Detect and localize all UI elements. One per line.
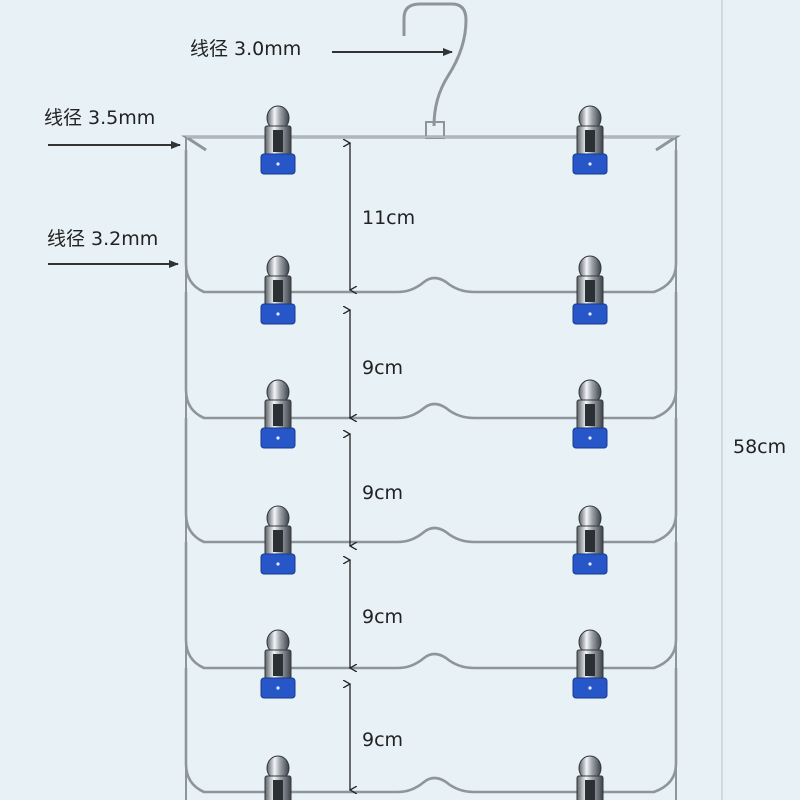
left-clip	[260, 629, 296, 699]
tier-wires	[184, 137, 678, 800]
tier-gap-label: 9cm	[362, 357, 404, 379]
right-clip	[572, 505, 608, 575]
right-clip	[572, 629, 608, 699]
wire-diameter-tier-label: 线径 3.2mm	[47, 228, 159, 250]
right-clip	[572, 379, 608, 449]
left-clip	[260, 255, 296, 325]
tier-wire	[184, 292, 678, 420]
total-height-label: 58cm	[733, 436, 787, 458]
left-clip	[260, 379, 296, 449]
tier-wire	[184, 418, 678, 544]
tier-wire	[184, 150, 678, 294]
wire-diameter-hook-label: 线径 3.0mm	[190, 38, 302, 60]
left-clip	[264, 755, 292, 800]
tier-gap-label: 9cm	[362, 482, 404, 504]
wire-diameter-frame-label: 线径 3.5mm	[44, 107, 156, 129]
tier-gap-label: 11cm	[362, 207, 416, 229]
hook-wire	[402, 2, 468, 127]
left-clip	[260, 105, 296, 175]
right-clip	[572, 255, 608, 325]
tier-gap-label: 9cm	[362, 729, 404, 751]
tier-wire	[184, 542, 678, 670]
tier-wire	[184, 668, 678, 794]
right-clip	[572, 105, 608, 175]
left-clip	[260, 505, 296, 575]
tier-gap-label: 9cm	[362, 606, 404, 628]
right-clip	[576, 755, 604, 800]
clips	[260, 105, 608, 800]
